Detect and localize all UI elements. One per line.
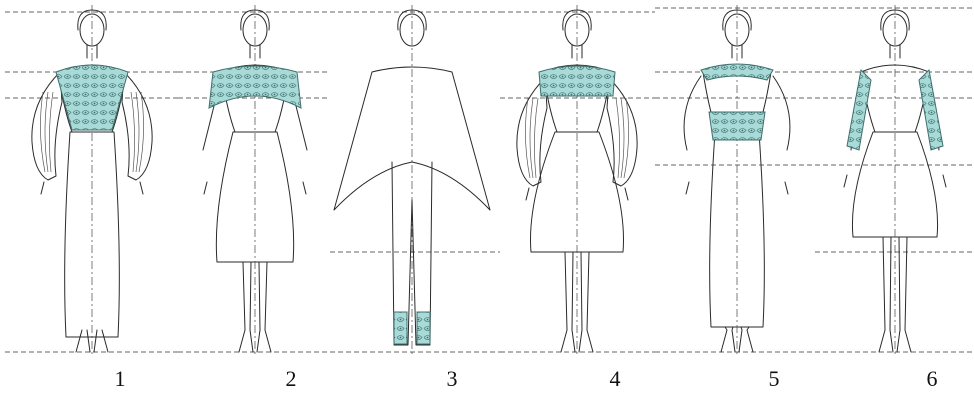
- figure-6: [844, 5, 946, 355]
- figure-2-number: 2: [271, 366, 311, 392]
- right-lace-sleeve-decor: [919, 70, 943, 150]
- figure-1-number: 1: [100, 366, 140, 392]
- left-lace-sleeve-decor: [847, 70, 871, 150]
- lace-yoke-decor: [56, 65, 128, 130]
- figure-5: [684, 5, 790, 355]
- figure-4-number: 4: [595, 366, 635, 392]
- figure-5-number: 5: [754, 366, 794, 392]
- lace-yoke-decor: [539, 66, 615, 96]
- figure-4: [517, 5, 637, 355]
- sleeve-fold: [136, 92, 139, 172]
- sleeve-fold: [621, 98, 624, 178]
- sleeve-fold: [131, 92, 135, 172]
- figure-3: [334, 5, 490, 355]
- legs: [239, 262, 271, 352]
- sleeve-fold: [525, 98, 530, 178]
- lace-shoulder-decor: [701, 64, 773, 80]
- proportion-guides: [5, 8, 974, 352]
- figure-2: [203, 5, 307, 355]
- sleeve-fold: [49, 92, 53, 172]
- figure-6-number: 6: [912, 366, 952, 392]
- sleeve-fold: [616, 98, 620, 178]
- sleeve-fold: [530, 98, 533, 178]
- sleeve-fold: [40, 92, 45, 172]
- right-hem-decor: [417, 312, 430, 344]
- sleeve-fold: [45, 92, 48, 172]
- left-hem-decor: [394, 312, 407, 344]
- figures-layer: [32, 5, 946, 355]
- sleeve-fold: [139, 92, 144, 172]
- sleeve-fold: [534, 98, 538, 178]
- sleeve-fold: [624, 98, 629, 178]
- figure-3-number: 3: [432, 366, 472, 392]
- lace-waist-decor: [709, 112, 765, 140]
- figure-1: [32, 5, 152, 355]
